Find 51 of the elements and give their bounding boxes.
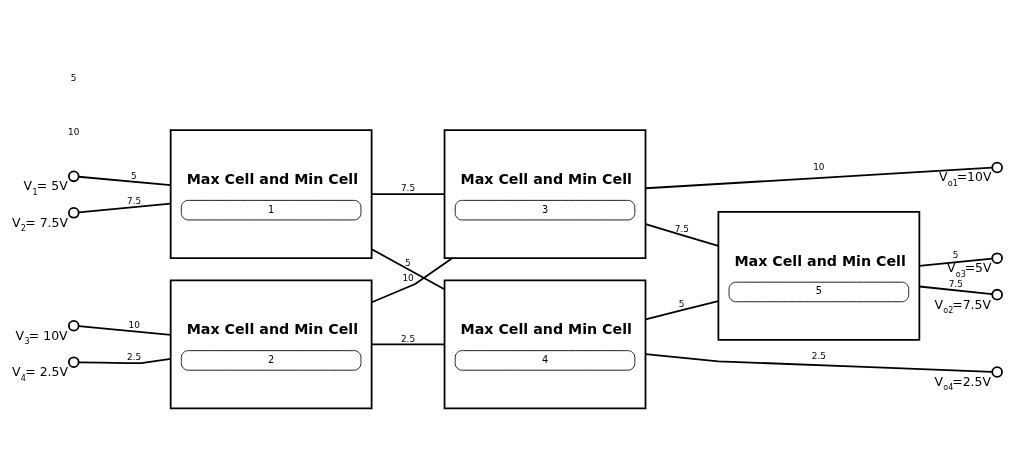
edge-label: 2.5	[811, 350, 826, 361]
node-box: Max Cell and Min Cell 5	[717, 210, 921, 341]
node-box: Max Cell and Min Cell 2	[169, 279, 373, 409]
label: 10	[68, 126, 80, 137]
edge-label: 7.5	[948, 278, 963, 289]
node-circle	[991, 251, 1003, 264]
node-box: Max Cell and Min Cell 3	[443, 128, 647, 259]
edge-label: 5	[952, 249, 959, 260]
node-label: V$_{o3}$=5V	[946, 259, 992, 279]
label: 5	[70, 72, 77, 83]
edge-label: 7.5	[400, 182, 416, 193]
node-circle	[991, 161, 1003, 173]
connector	[370, 192, 446, 195]
connector	[644, 222, 720, 247]
node-circle	[991, 288, 1003, 300]
connector	[644, 166, 993, 189]
connector	[370, 343, 446, 345]
node-circle	[67, 170, 80, 182]
connector	[370, 247, 446, 290]
connector	[644, 352, 993, 373]
node-box: Max Cell and Min Cell 1	[169, 128, 373, 259]
edge-label: 2.5	[400, 333, 416, 344]
connector	[918, 257, 993, 267]
node-circle	[67, 355, 80, 368]
edge-label: 5	[131, 170, 137, 181]
node-circle	[991, 365, 1003, 378]
edge-label: 7.5	[127, 195, 142, 206]
connector	[77, 357, 172, 364]
edge-label: 10	[402, 272, 414, 283]
connector	[77, 202, 172, 213]
edge-label: 10	[813, 161, 825, 172]
connector	[370, 256, 454, 303]
edge-label: 5	[678, 298, 685, 309]
edge-label: 7.5	[674, 223, 689, 234]
connector	[918, 285, 993, 295]
node-label: V$_{o1}$=10V	[938, 168, 992, 188]
edge-label: 2.5	[127, 351, 142, 362]
connector	[644, 299, 720, 320]
node-circle	[67, 206, 80, 219]
node-label: V$_{4}$= 2.5V	[11, 363, 68, 383]
node-label: V$_{1}$= 5V	[23, 177, 68, 197]
connector	[77, 175, 172, 186]
node-label: V$_{o2}$=7.5V	[934, 296, 991, 315]
node-label: V$_{2}$= 7.5V	[11, 214, 68, 233]
connector	[77, 324, 172, 336]
node-label: V$_{3}$= 10V	[15, 327, 68, 346]
node-label: V$_{o4}$=2.5V	[934, 373, 991, 392]
node-box: Max Cell and Min Cell 4	[443, 279, 647, 409]
edge-label: 5	[404, 257, 411, 268]
edge-label: 10	[128, 319, 140, 330]
node-circle	[67, 319, 80, 332]
